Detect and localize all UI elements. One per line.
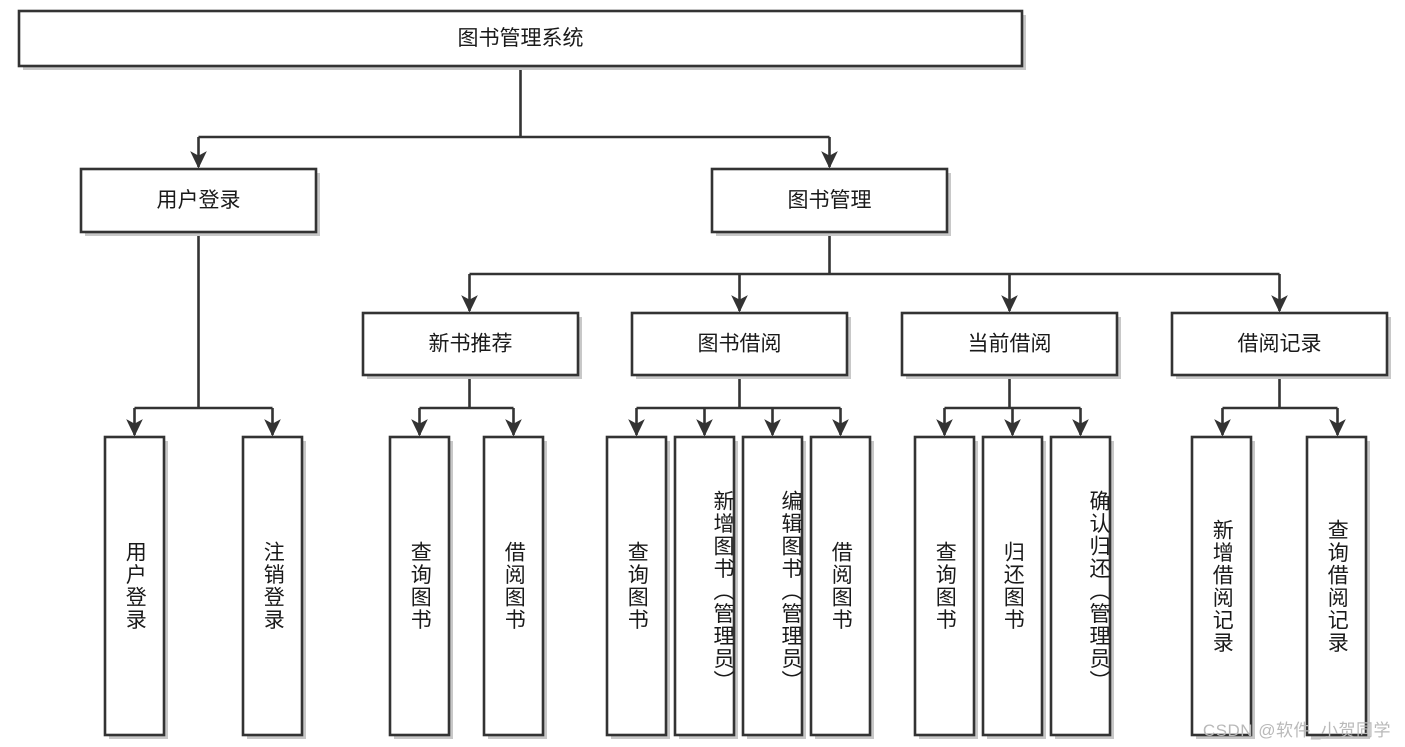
leaf-box-5[interactable] xyxy=(605,435,668,737)
node-book-borrow[interactable]: 图书借阅 xyxy=(630,311,851,379)
leaf-box-13[interactable] xyxy=(1305,435,1368,737)
node-new-book-recommend[interactable]: 新书推荐 xyxy=(361,311,582,379)
leaf-box-7[interactable] xyxy=(741,435,804,737)
leaf-box-4[interactable] xyxy=(482,435,545,737)
watermark-text: CSDN @软件_小贺同学 xyxy=(1202,721,1391,740)
node-user-login-label: 用户登录 xyxy=(157,189,241,212)
leaf-box-layer xyxy=(103,435,1370,739)
leaf-box-12[interactable] xyxy=(1190,435,1253,737)
node-book-borrow-label: 图书借阅 xyxy=(698,333,782,356)
leaf-box-1[interactable] xyxy=(103,435,166,737)
leaf-box-11[interactable] xyxy=(1049,435,1112,737)
connector-layer xyxy=(126,66,1346,437)
node-new-book-recommend-label: 新书推荐 xyxy=(429,333,513,356)
node-root[interactable]: 图书管理系统 xyxy=(17,9,1026,70)
node-book-management-label: 图书管理 xyxy=(788,189,872,212)
leaf-box-9[interactable] xyxy=(913,435,976,737)
leaf-box-3[interactable] xyxy=(388,435,451,737)
leaf-box-10[interactable] xyxy=(981,435,1044,737)
node-current-borrow-label: 当前借阅 xyxy=(968,333,1052,356)
leaf-box-6[interactable] xyxy=(673,435,736,737)
node-user-login[interactable]: 用户登录 xyxy=(79,167,320,236)
node-current-borrow[interactable]: 当前借阅 xyxy=(900,311,1121,379)
node-book-management[interactable]: 图书管理 xyxy=(710,167,951,236)
leaf-box-8[interactable] xyxy=(809,435,872,737)
leaf-box-2[interactable] xyxy=(241,435,304,737)
node-borrow-record[interactable]: 借阅记录 xyxy=(1170,311,1391,379)
node-root-label: 图书管理系统 xyxy=(458,27,584,50)
node-borrow-record-label: 借阅记录 xyxy=(1238,333,1322,356)
